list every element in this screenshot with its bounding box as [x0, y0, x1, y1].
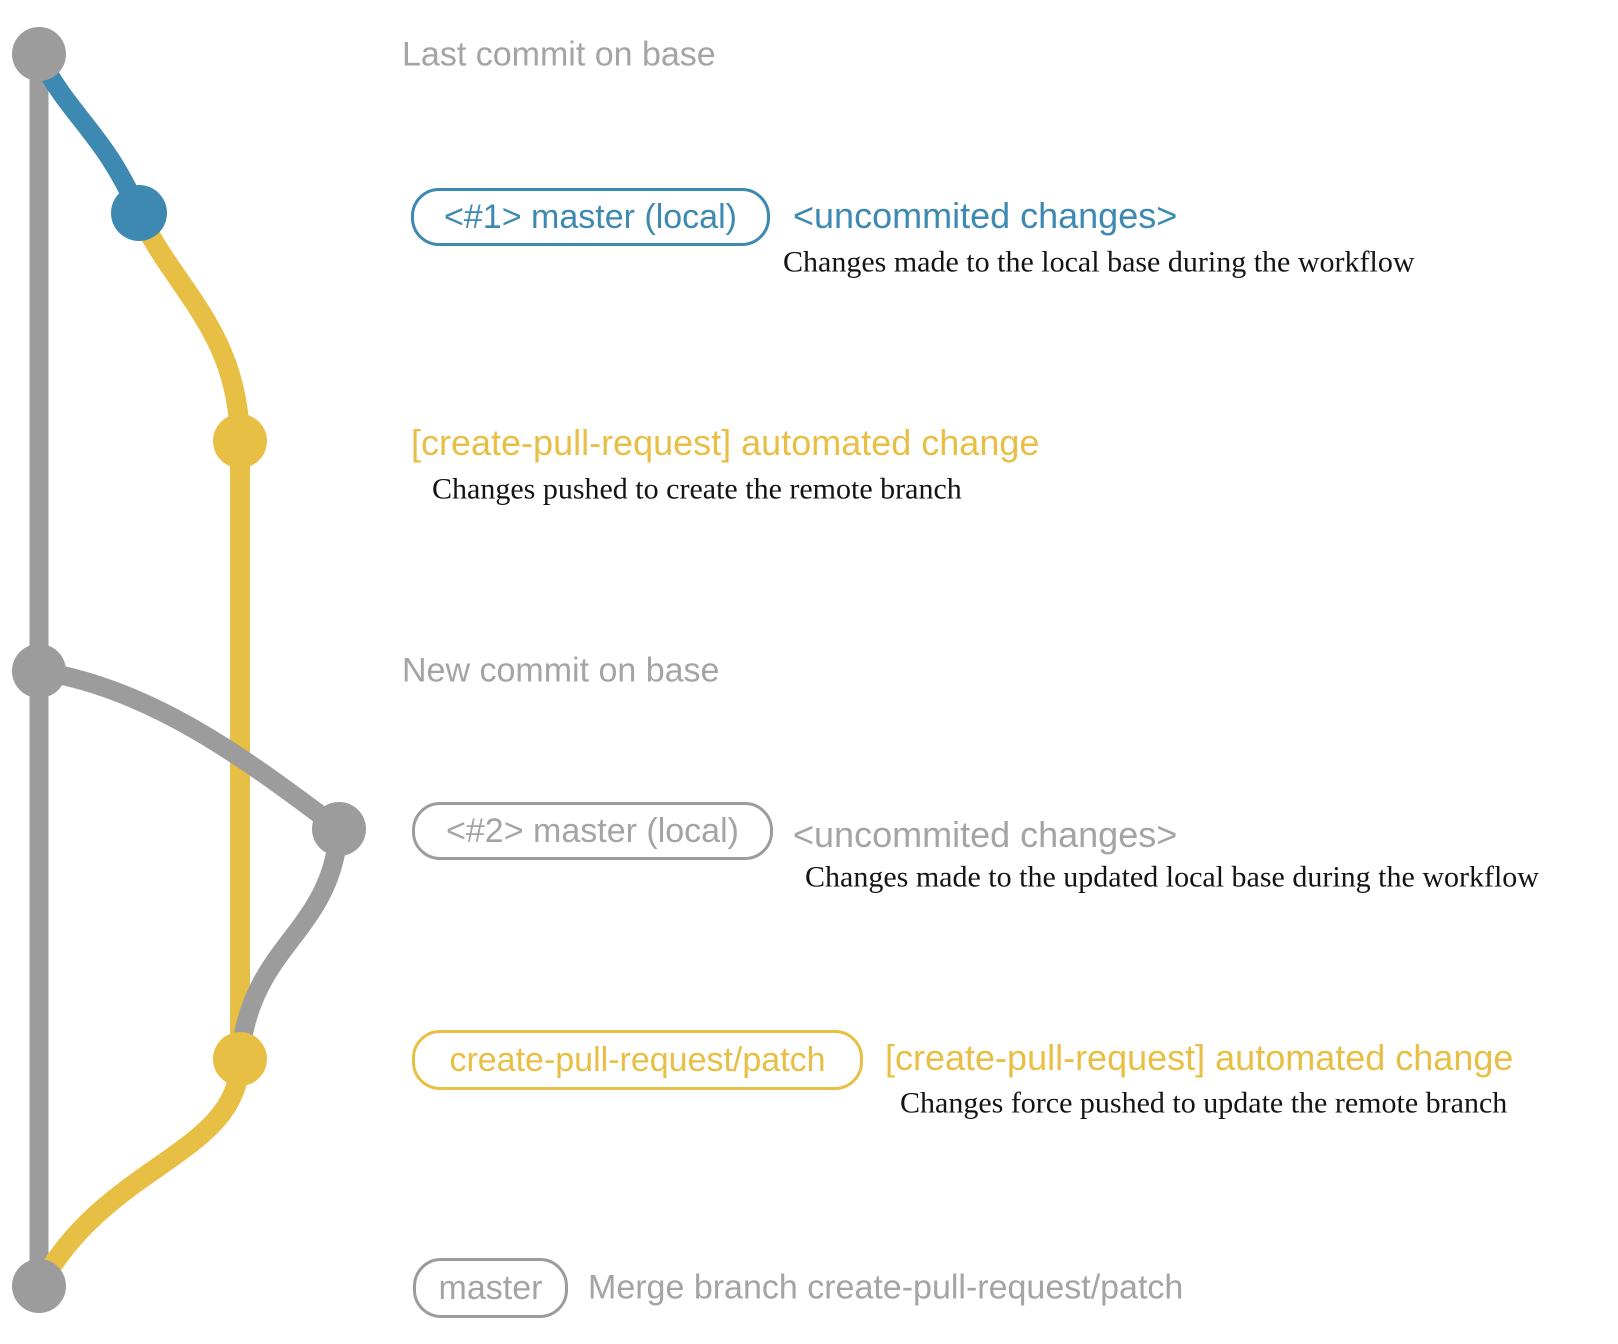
commit-node-last-base — [12, 27, 66, 81]
commit-node-local-2 — [312, 802, 366, 856]
commit-node-automated-2 — [213, 1032, 267, 1086]
branch-label-master-local-2: <#2> master (local) — [412, 802, 773, 860]
branch-label-master: master — [413, 1258, 568, 1318]
commit-message-automated-1: [create-pull-request] automated change — [411, 422, 1040, 464]
commit-message-automated-2: [create-pull-request] automated change — [885, 1037, 1514, 1079]
commit-node-local-1 — [111, 185, 167, 241]
git-graph — [12, 27, 366, 1313]
commit-detail-4: Changes made to the updated local base d… — [805, 860, 1539, 894]
commit-message-merge: Merge branch create-pull-request/patch — [588, 1268, 1184, 1307]
commit-detail-2: Changes pushed to create the remote bran… — [432, 472, 962, 506]
branch-label-patch: create-pull-request/patch — [412, 1030, 863, 1090]
label-last-commit-on-base: Last commit on base — [402, 35, 716, 74]
local2-to-patch-line — [230, 828, 349, 1058]
commit-message-uncommited-2: <uncommited changes> — [793, 814, 1178, 856]
commit-message-uncommited-1: <uncommited changes> — [793, 195, 1178, 237]
branch-label-master-local-1: <#1> master (local) — [411, 188, 770, 246]
commit-node-automated-1 — [213, 414, 267, 468]
commit-node-merge — [12, 1259, 66, 1313]
commit-node-new-base — [12, 644, 66, 698]
new-base-to-local2-line — [37, 661, 345, 837]
commit-detail-5: Changes force pushed to update the remot… — [900, 1086, 1508, 1120]
commit-detail-1: Changes made to the local base during th… — [783, 245, 1415, 279]
label-new-commit-on-base: New commit on base — [402, 651, 720, 690]
